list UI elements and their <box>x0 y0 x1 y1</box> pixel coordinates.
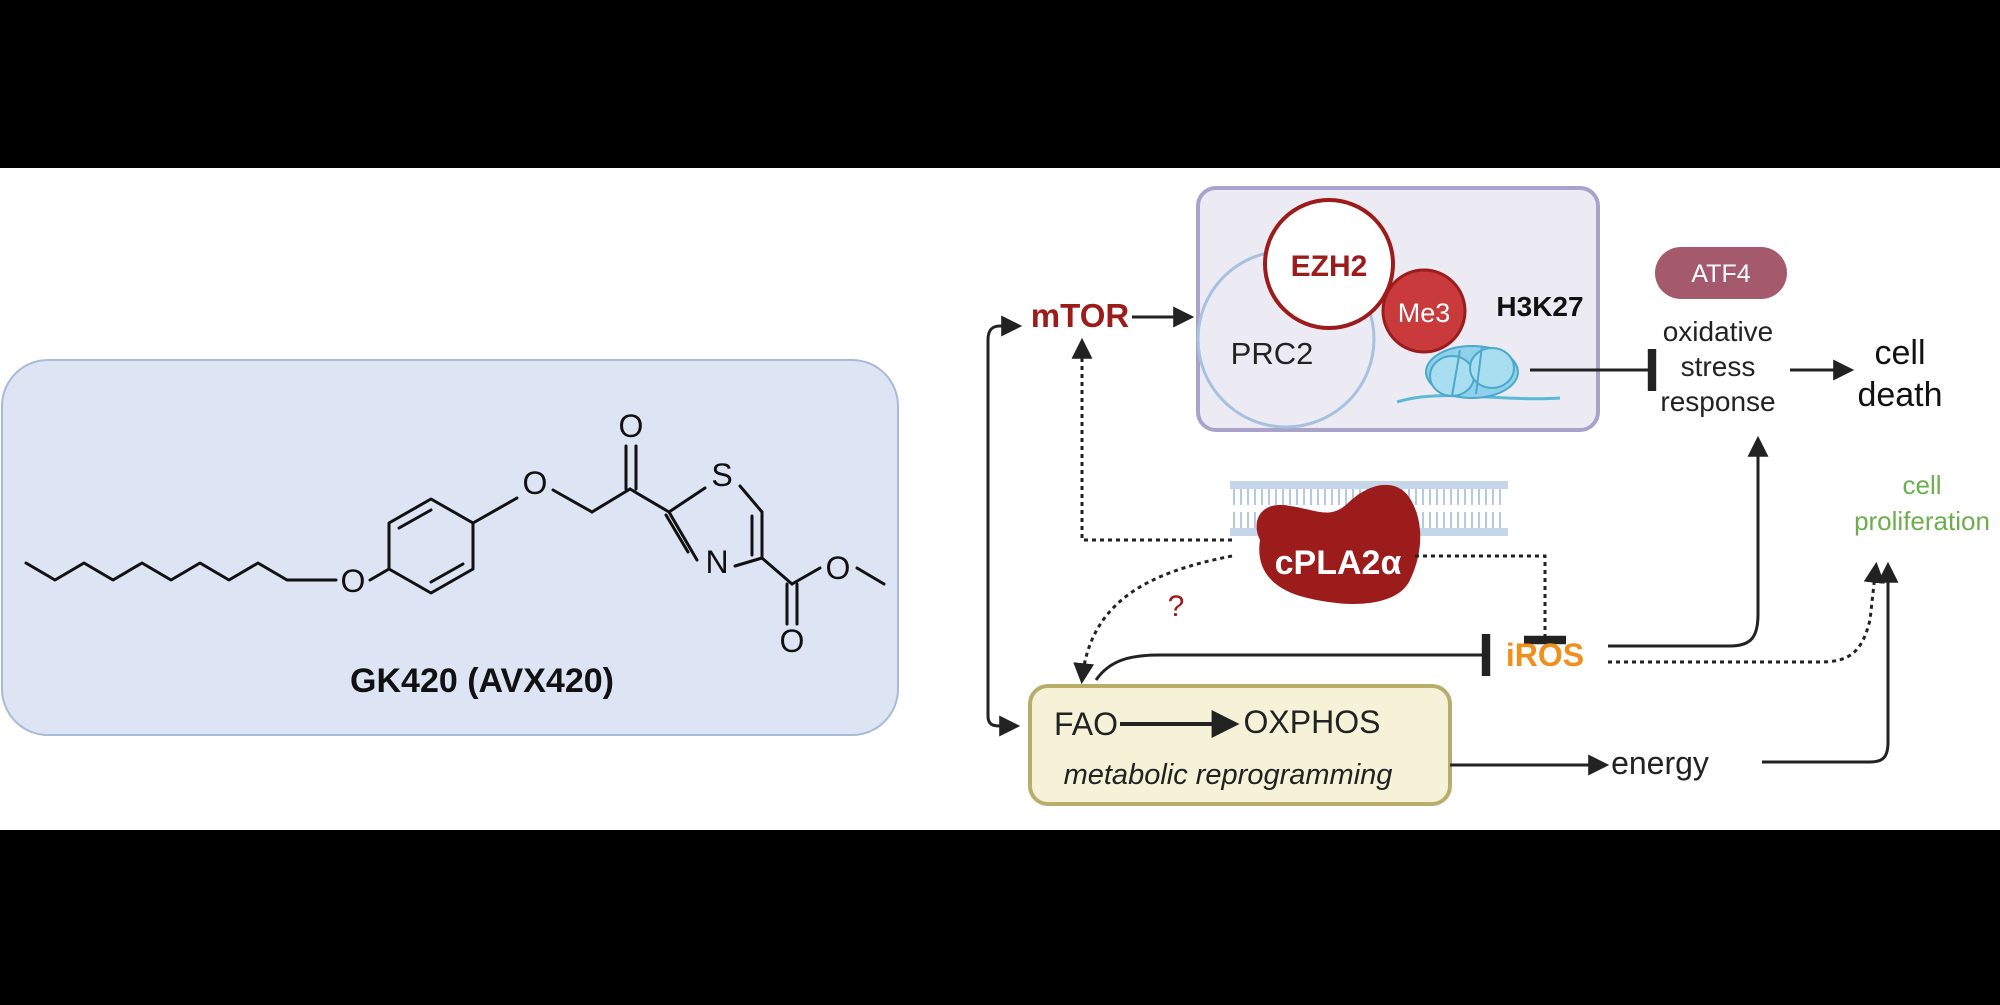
energy-label: energy <box>1611 745 1709 781</box>
metabolic-reprogramming-box: FAO OXPHOS metabolic reprogramming <box>1028 684 1452 806</box>
h3k27-label: H3K27 <box>1496 291 1583 322</box>
oxphos-label: OXPHOS <box>1244 704 1381 740</box>
ester-oxygen-label: O <box>826 550 851 586</box>
fao-inhibits-iros-bar <box>1094 634 1491 681</box>
cell-death: cell death <box>1857 334 1942 414</box>
bottom-black-band <box>0 830 2000 1000</box>
ezh2-label: EZH2 <box>1291 250 1368 283</box>
structure-atom-labels: O O O S N O O <box>341 408 851 659</box>
ether-oxygen-label-2: O <box>523 465 548 501</box>
cpla2a-label: cPLA2α <box>1275 544 1402 582</box>
oxidative-stress-response: oxidative stress response <box>1660 316 1775 417</box>
me3-circle <box>1381 268 1467 354</box>
gk420-structure <box>24 444 886 626</box>
nucleosome-icon <box>1396 345 1561 404</box>
thiazole-sulfur-label: S <box>711 457 732 493</box>
cpla2a-to-mtor-dotted-arrow <box>1071 337 1232 542</box>
question-mark: ? <box>1168 590 1185 623</box>
me3-label: Me3 <box>1398 298 1451 328</box>
cpla2a-inhibits-iros-dotted <box>1415 554 1566 645</box>
pathway-diagram: EZH2 Me3 H3K27 PRC2 mTOR ATF4 oxidative … <box>986 186 1990 806</box>
fao-label: FAO <box>1054 706 1118 742</box>
cpla2a-enzyme-shape <box>1256 484 1421 604</box>
ester-carbonyl-oxygen-label: O <box>780 623 805 659</box>
top-black-band <box>0 0 2000 168</box>
compound-panel: O O O S N O O GK420 (AVX420) <box>1 359 899 736</box>
atf4-label: ATF4 <box>1691 260 1750 288</box>
cell-proliferation-line-2: proliferation <box>1854 506 1990 536</box>
prc2-label: PRC2 <box>1231 336 1314 371</box>
thiazole-nitrogen-label: N <box>705 544 728 580</box>
ezh2-circle <box>1263 198 1395 330</box>
prc2-complex-box: EZH2 Me3 H3K27 PRC2 <box>1196 186 1600 432</box>
mtor-label: mTOR <box>1031 297 1130 334</box>
ketone-oxygen-label: O <box>619 408 644 444</box>
cell-proliferation: cell proliferation <box>1854 470 1990 536</box>
mtor-fao-bidirectional-arrow <box>986 315 1023 737</box>
iros-label: iROS <box>1506 637 1584 673</box>
energy-to-proliferation-arrow <box>1762 561 1899 764</box>
oxidative-stress-line-3: response <box>1660 386 1775 417</box>
cell-proliferation-line-1: cell <box>1902 470 1941 500</box>
compound-panel-box <box>1 359 899 736</box>
iros-to-stress-arrow <box>1608 435 1769 648</box>
ether-oxygen-label-1: O <box>341 563 366 599</box>
compound-name: GK420 (AVX420) <box>350 662 614 700</box>
atf4-pill <box>1655 247 1787 299</box>
cell-death-line-2: death <box>1857 376 1942 414</box>
oxidative-stress-line-2: stress <box>1681 351 1756 382</box>
metabolic-reprogramming-caption: metabolic reprogramming <box>1064 759 1393 791</box>
cell-death-line-1: cell <box>1874 334 1925 372</box>
metabolic-box-frame <box>1028 684 1452 806</box>
iros-to-proliferation-dotted-arrow <box>1608 561 1885 664</box>
oxidative-stress-line-1: oxidative <box>1663 316 1774 347</box>
